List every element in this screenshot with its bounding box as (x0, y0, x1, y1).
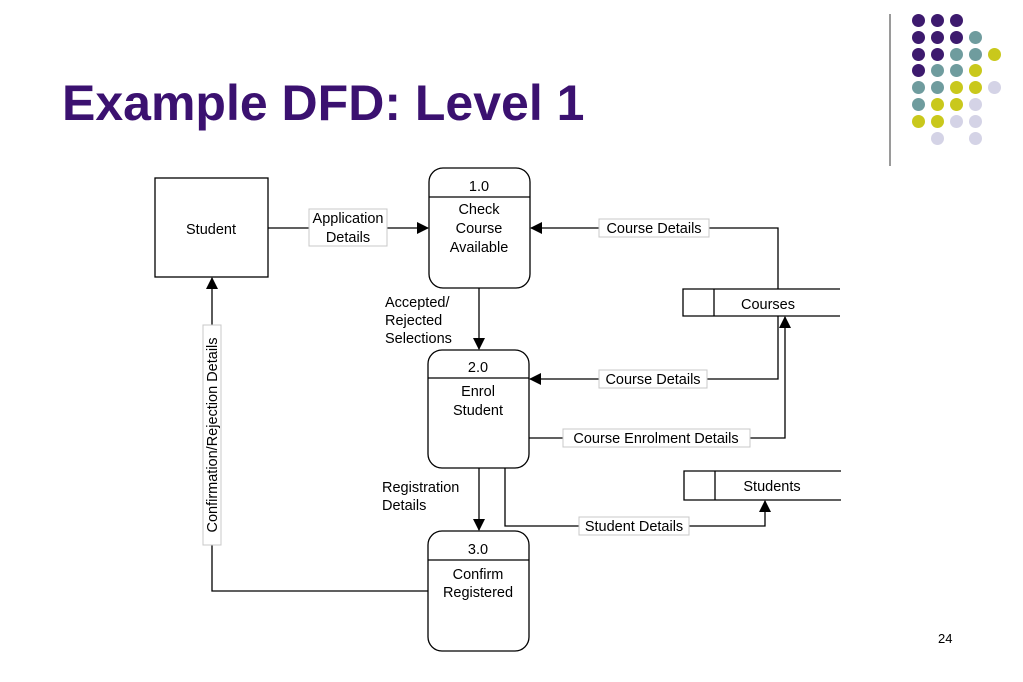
flow-course-details-1-label: Course Details (606, 221, 701, 237)
decorative-dot (912, 64, 925, 78)
decorative-dot (950, 14, 963, 27)
process-3-id: 3.0 (468, 542, 488, 558)
decorative-dot (912, 30, 925, 44)
decorative-dot (931, 30, 944, 44)
flow-course-enrolment-label: Course Enrolment Details (573, 431, 738, 447)
decorative-dot (969, 131, 982, 145)
decorative-dot (931, 64, 944, 78)
flow-application-details-line-1: Application (313, 211, 384, 227)
flow-accepted-rejected: Accepted/ Rejected Selections (385, 288, 485, 350)
flow-course-details-2-label: Course Details (605, 372, 700, 388)
decorative-dot (950, 64, 963, 78)
flow-course-details-2: Course Details (529, 316, 779, 389)
decorative-dot (912, 98, 925, 111)
flow-registration-details-line-1: Registration (382, 480, 459, 496)
datastore-students: Students (683, 470, 841, 501)
decorative-dot (950, 98, 963, 111)
process-3-line-1: Confirm (453, 567, 504, 583)
flow-application-details: Application Details (268, 208, 429, 247)
decorative-dot (950, 114, 963, 128)
decorative-dot (969, 98, 982, 111)
flow-registration-details-line-2: Details (382, 498, 426, 514)
process-3-line-2: Registered (443, 585, 513, 601)
datastore-courses: Courses (682, 288, 840, 317)
entity-student-label: Student (186, 222, 236, 238)
decorative-dot (969, 114, 982, 128)
title-divider (889, 14, 891, 166)
decorative-dot (912, 14, 925, 27)
entity-student: Student (154, 177, 269, 278)
decorative-dot (950, 81, 963, 95)
process-3: 3.0 Confirm Registered (427, 530, 530, 652)
flow-accepted-rejected-line-2: Rejected (385, 313, 442, 329)
flow-registration-details: Registration Details (382, 468, 485, 531)
decorative-dot (969, 30, 982, 44)
decorative-dot (912, 114, 925, 128)
decorative-dot (988, 47, 1001, 61)
decorative-dot (931, 98, 944, 111)
process-1-line-1: Check (458, 202, 500, 218)
decorative-dot (931, 131, 944, 145)
decorative-dot (931, 47, 944, 61)
flow-application-details-line-2: Details (326, 230, 370, 246)
flow-course-enrolment: Course Enrolment Details (529, 316, 791, 448)
datastore-students-label: Students (743, 479, 800, 495)
decorative-dot (988, 81, 1001, 95)
flow-student-details: Student Details (504, 468, 771, 536)
flow-course-details-1: Course Details (530, 218, 779, 289)
process-1-line-3: Available (450, 240, 509, 256)
process-2-id: 2.0 (468, 360, 488, 376)
flow-confirmation-label: Confirmation/Rejection Details (205, 337, 221, 532)
decorative-dot (969, 47, 982, 61)
process-2-line-1: Enrol (461, 384, 495, 400)
flow-confirmation: Confirmation/Rejection Details (202, 277, 428, 592)
decorative-dot (912, 81, 925, 95)
decorative-dot (931, 114, 944, 128)
decorative-dot (931, 14, 944, 27)
decorative-dot (950, 47, 963, 61)
page-number: 24 (938, 631, 953, 646)
process-2: 2.0 Enrol Student (427, 349, 530, 469)
flow-student-details-label: Student Details (585, 519, 683, 535)
process-1-line-2: Course (456, 221, 503, 237)
decorative-dot (931, 81, 944, 95)
process-2-line-2: Student (453, 403, 503, 419)
decorative-dot (912, 47, 925, 61)
slide-title: Example DFD: Level 1 (62, 75, 585, 131)
process-1-id: 1.0 (469, 179, 489, 195)
datastore-courses-label: Courses (741, 297, 795, 313)
decorative-dot (969, 81, 982, 95)
flow-accepted-rejected-line-3: Selections (385, 331, 452, 347)
decorative-dot (950, 30, 963, 44)
flow-accepted-rejected-line-1: Accepted/ (385, 295, 450, 311)
decorative-dot (969, 64, 982, 78)
process-1: 1.0 Check Course Available (428, 167, 531, 289)
